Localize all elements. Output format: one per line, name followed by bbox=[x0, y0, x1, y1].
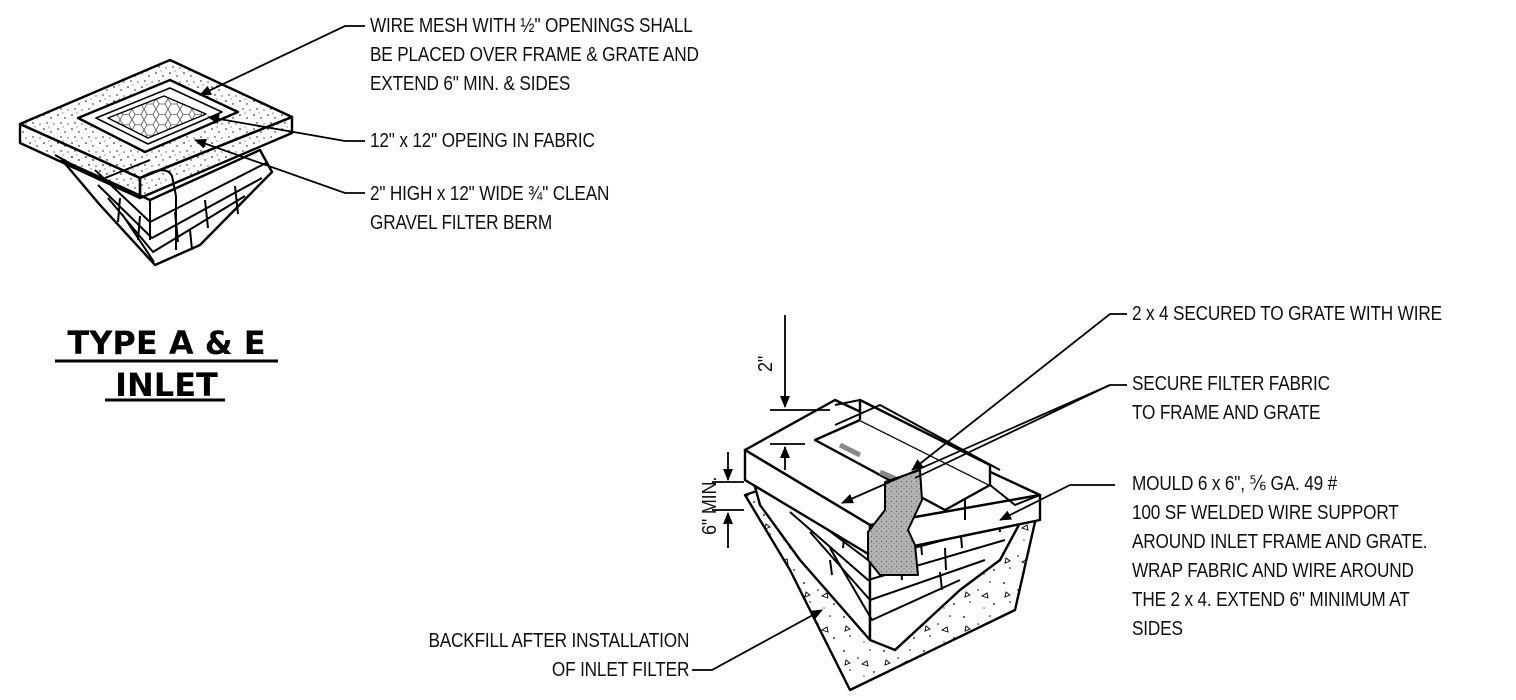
top-inlet-wire-mesh bbox=[107, 95, 207, 139]
callout-mould-line-2: 100 SF WELDED WIRE SUPPORT bbox=[1132, 502, 1399, 524]
callout-wire-mesh-line-2: BE PLACED OVER FRAME & GRATE AND bbox=[370, 44, 699, 66]
dimension-lines bbox=[712, 315, 830, 548]
callout-wire-mesh-line-3: EXTEND 6" MIN. & SIDES bbox=[370, 73, 571, 95]
callout-secure-fabric: SECURE FILTER FABRIC TO FRAME AND GRATE bbox=[1132, 370, 1330, 428]
page-title: TYPE A & E INLET bbox=[55, 324, 278, 404]
dim-two-inch-label: 2" bbox=[755, 355, 777, 372]
callout-two-by-four: 2 x 4 SECURED TO GRATE WITH WIRE bbox=[1132, 303, 1442, 325]
bottom-inlet-drawing bbox=[743, 398, 1042, 692]
top-inlet-body bbox=[60, 148, 274, 267]
callout-secure-fabric-line-2: TO FRAME AND GRATE bbox=[1132, 402, 1321, 424]
top-inlet-drawing bbox=[18, 58, 294, 267]
dim-six-inch-min-label: 6" MIN. bbox=[699, 476, 721, 535]
callout-secure-fabric-line-1: SECURE FILTER FABRIC bbox=[1132, 373, 1330, 395]
callout-mould-line-5: THE 2 x 4. EXTEND 6" MINIMUM AT bbox=[1132, 589, 1410, 611]
callout-mould-line-4: WRAP FABRIC AND WIRE AROUND bbox=[1132, 560, 1414, 582]
title-line-1: TYPE A & E bbox=[67, 324, 266, 362]
callout-backfill-line-2: OF INLET FILTER bbox=[551, 659, 689, 681]
callout-mould-line-3: AROUND INLET FRAME AND GRATE. bbox=[1132, 531, 1428, 553]
top-leaders bbox=[194, 25, 365, 194]
callout-mould-line-1: MOULD 6 x 6", ⅚ GA. 49 # bbox=[1132, 473, 1338, 495]
callout-backfill: BACKFILL AFTER INSTALLATION OF INLET FIL… bbox=[428, 627, 689, 685]
callout-wire-mesh-line-1: WIRE MESH WITH ½" OPENINGS SHALL bbox=[370, 15, 693, 37]
bottom-leaders bbox=[692, 313, 1127, 671]
callout-mould-line-6: SIDES bbox=[1132, 618, 1183, 640]
filter-fabric bbox=[867, 469, 923, 576]
callout-wire-mesh: WIRE MESH WITH ½" OPENINGS SHALL BE PLAC… bbox=[370, 12, 699, 99]
callout-opening: 12" x 12" OPEING IN FABRIC bbox=[370, 130, 595, 152]
callout-berm-line-2: GRAVEL FILTER BERM bbox=[370, 212, 552, 234]
callout-berm-line-1: 2" HIGH x 12" WIDE ¾" CLEAN bbox=[370, 183, 610, 205]
callout-backfill-line-1: BACKFILL AFTER INSTALLATION bbox=[428, 630, 689, 652]
callout-berm: 2" HIGH x 12" WIDE ¾" CLEAN GRAVEL FILTE… bbox=[370, 180, 609, 238]
callout-mould: MOULD 6 x 6", ⅚ GA. 49 # 100 SF WELDED W… bbox=[1132, 470, 1428, 644]
title-line-2: INLET bbox=[115, 366, 218, 404]
